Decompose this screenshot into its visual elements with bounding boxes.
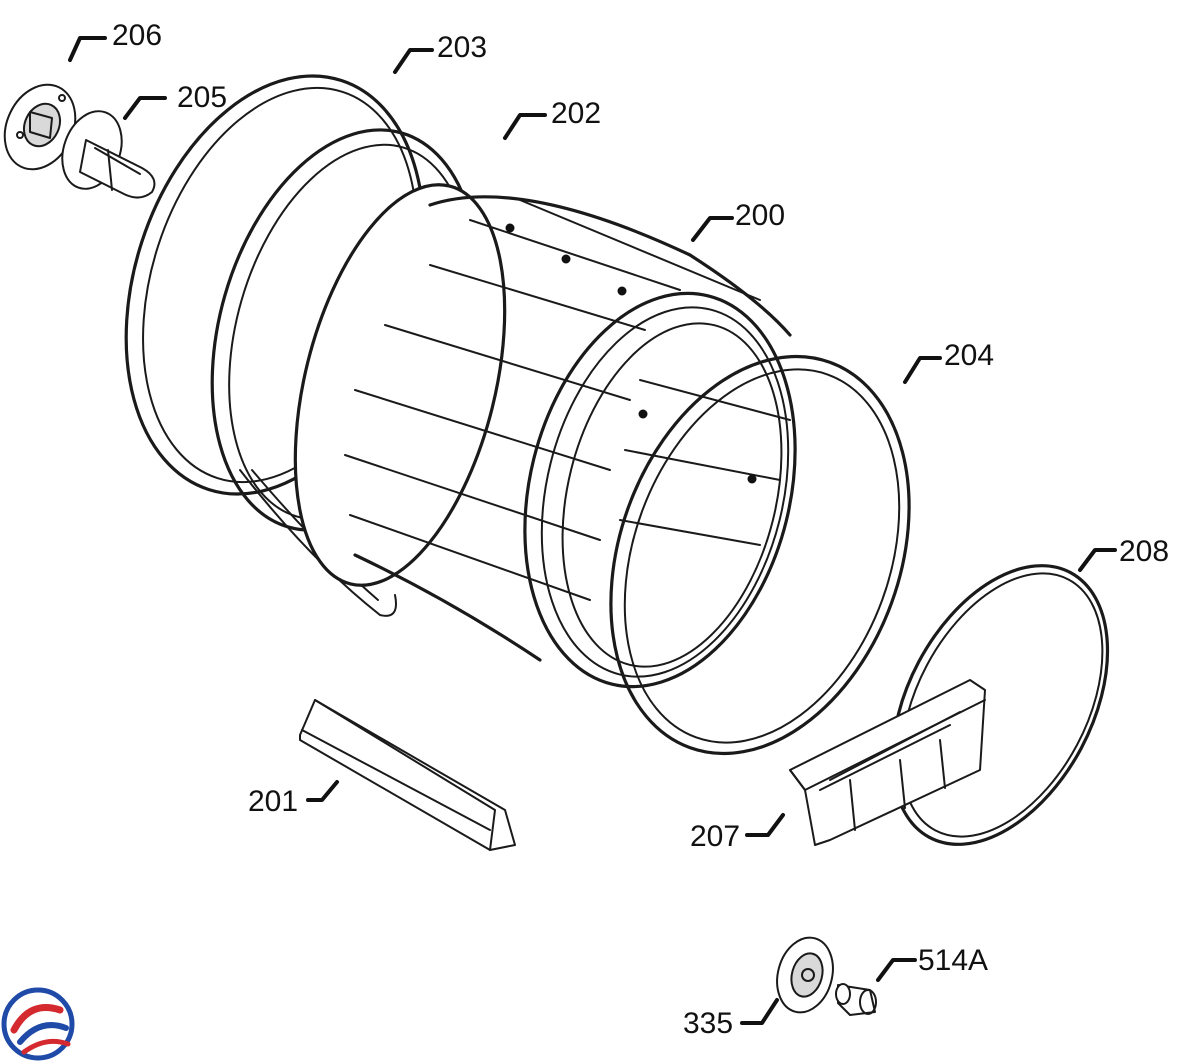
part-335-drum-roller xyxy=(776,936,834,1014)
part-200-drum xyxy=(293,183,797,689)
part-204-front-seal xyxy=(609,354,911,756)
callout-leaders xyxy=(68,36,1117,1025)
brand-logo xyxy=(1,987,75,1061)
callout-206: 206 xyxy=(112,19,162,52)
callout-200: 200 xyxy=(735,199,785,232)
callout-335: 335 xyxy=(683,1007,733,1040)
callout-204: 204 xyxy=(944,339,994,372)
callout-203: 203 xyxy=(437,31,487,64)
callout-514a: 514A xyxy=(918,944,988,977)
part-208-drive-belt xyxy=(890,564,1110,846)
callout-201: 201 xyxy=(248,785,298,818)
callout-205: 205 xyxy=(177,81,227,114)
callout-labels: 206 205 203 202 200 204 208 201 207 335 … xyxy=(112,19,1169,1040)
part-514a-roller-axle xyxy=(835,983,877,1016)
part-206-bearing-housing xyxy=(3,83,77,171)
callout-202: 202 xyxy=(551,97,601,130)
part-205-drum-shaft xyxy=(61,110,156,199)
callout-208: 208 xyxy=(1119,535,1169,568)
callout-207: 207 xyxy=(690,820,740,853)
part-201-baffle xyxy=(299,699,516,851)
part-207-lint-filter xyxy=(789,679,986,846)
